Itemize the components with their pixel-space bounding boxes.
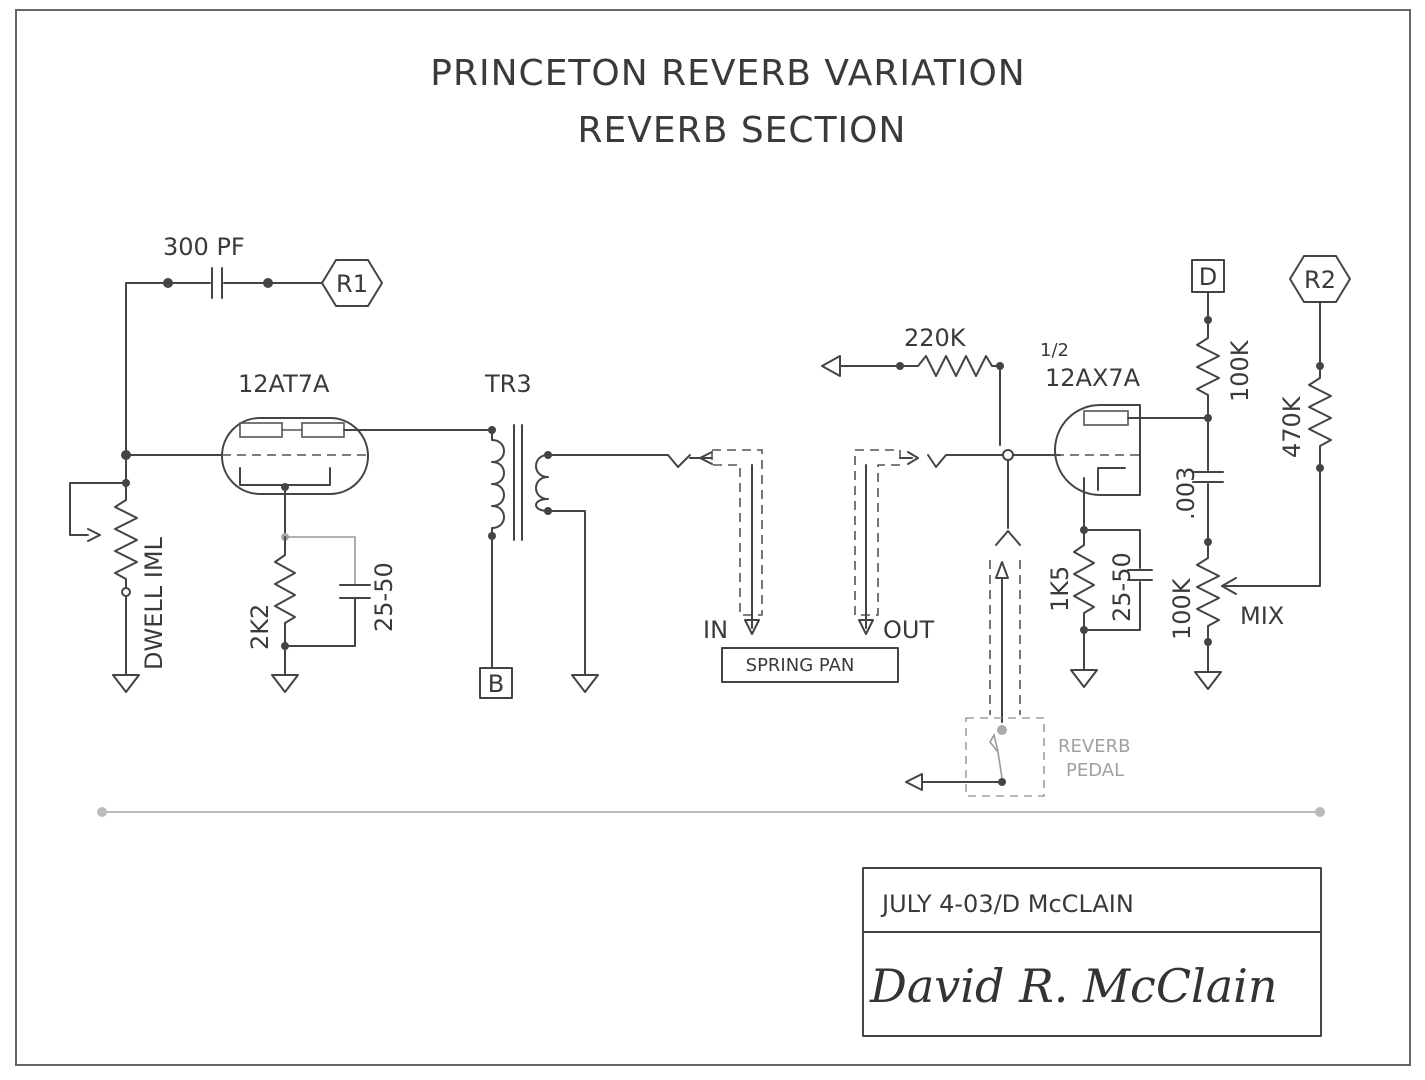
cathode-network-right (1070, 526, 1153, 688)
title-line-1: PRINCETON REVERB VARIATION (430, 53, 1025, 94)
tube-12ax7a (1054, 404, 1206, 531)
separator-line (97, 807, 1325, 817)
cap-25-50-right-label: 25-50 (1108, 552, 1136, 622)
pedal-label-line1: REVERB (1058, 736, 1130, 757)
mix-pot (1194, 469, 1321, 690)
tube-half-label: 1/2 (1040, 340, 1069, 361)
cathode-cap-label: 25-50 (370, 562, 398, 632)
resistor-220k (821, 355, 1004, 446)
resistor-100k-plate (1192, 291, 1224, 546)
d-tag: D (1191, 259, 1225, 293)
reverb-pedal (905, 717, 1045, 797)
resistor-1k5-label: 1K5 (1046, 566, 1074, 612)
date-author-text: JULY 4-03/D McCLAIN (880, 890, 1134, 918)
title-line-2: REVERB SECTION (578, 110, 907, 151)
tube-12ax7a-label: 12AX7A (1045, 364, 1141, 392)
pedal-label-line2: PEDAL (1066, 760, 1124, 781)
r2-tag-label: R2 (1304, 266, 1336, 294)
signature: David R. McClain (869, 959, 1278, 1013)
d-tag-label: D (1199, 263, 1217, 291)
mix-label: MIX (1240, 602, 1284, 630)
b-tag-label: B (488, 670, 504, 698)
spring-out-label: OUT (883, 616, 934, 644)
spring-pan-box: SPRING PAN (721, 647, 899, 683)
grid-node (989, 449, 1061, 723)
title-block: JULY 4-03/D McCLAIN David R. McClain (862, 867, 1322, 1037)
r2-tag: R2 (1289, 255, 1351, 303)
r1-tag-label: R1 (336, 270, 368, 298)
resistor-100k-plate-label: 100K (1226, 339, 1254, 402)
mix-pot-value-label: 100K (1168, 577, 1196, 640)
tube-12at7a (221, 417, 493, 536)
resistor-470k-label: 470K (1278, 395, 1306, 458)
dwell-pot-label: DWELL IML (140, 536, 168, 670)
input-wiring (125, 267, 323, 456)
cap-003-label: .003 (1172, 467, 1200, 520)
b-tag: B (479, 667, 513, 699)
drawing-border (15, 9, 1411, 1066)
cathode-network-left (271, 533, 371, 693)
dwell-pot (69, 454, 140, 693)
resistor-470k (1308, 301, 1332, 472)
spring-in-label: IN (703, 616, 728, 644)
cap-300pf-label: 300 PF (163, 233, 245, 261)
resistor-220k-label: 220K (904, 324, 967, 352)
transformer-tr3 (488, 424, 669, 693)
spring-pan-label: SPRING PAN (746, 655, 855, 676)
r1-tag: R1 (321, 259, 383, 307)
spring-out-jack (854, 449, 1009, 635)
tube-12at7a-label: 12AT7A (238, 370, 330, 398)
transformer-label: TR3 (484, 370, 532, 398)
cathode-resistor-label: 2K2 (246, 604, 274, 650)
spring-in-jack (667, 449, 763, 635)
